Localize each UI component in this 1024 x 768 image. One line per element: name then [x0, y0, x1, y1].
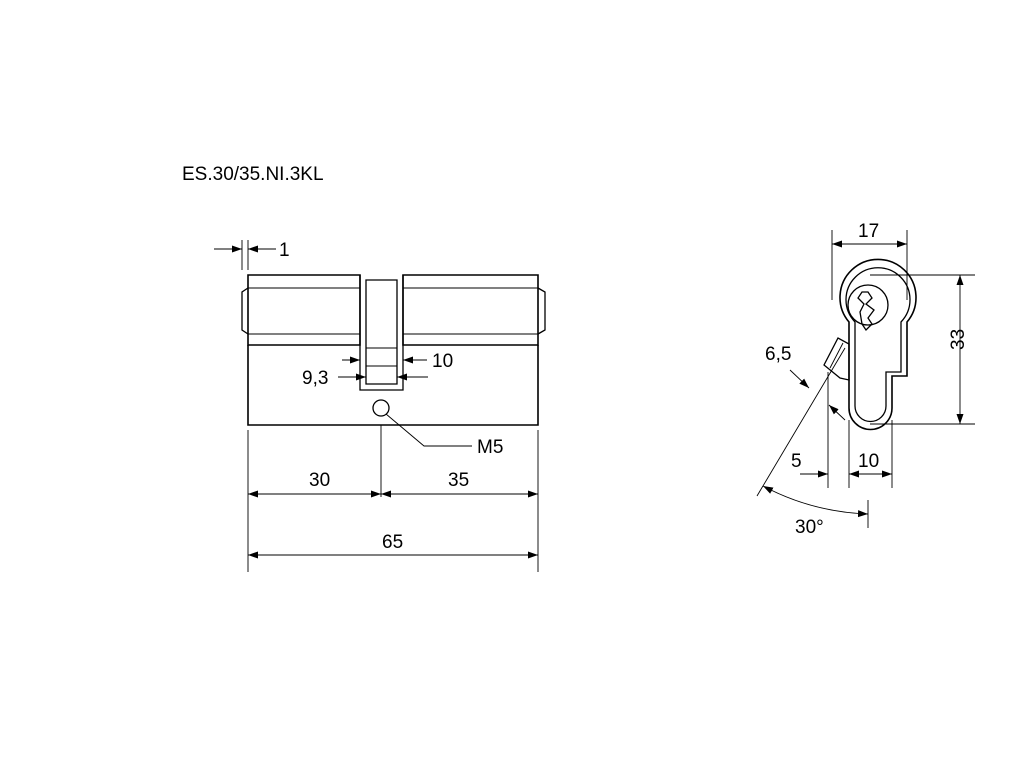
dim-cam-thickness: 6,5: [765, 344, 791, 365]
right-housing: [402, 274, 539, 346]
profile-outline: [839, 258, 917, 431]
dim-right-length: 35: [448, 470, 469, 491]
dim-cam-inner: 9,3: [302, 368, 328, 389]
profile-inner: [845, 267, 911, 423]
left-chamfer: [241, 287, 249, 335]
plug-circle: [847, 284, 889, 326]
cam: [365, 279, 398, 385]
cam-slot: [359, 275, 404, 391]
cam-line: [829, 342, 844, 369]
angle-arc: [762, 485, 869, 518]
cam-extended: [823, 337, 850, 381]
keyway-icon: [857, 291, 875, 332]
angle-leg: [756, 347, 846, 497]
dim-angle: 30°: [795, 517, 824, 538]
dim-bottom-width: 10: [858, 451, 879, 472]
dim-left-length: 30: [309, 470, 330, 491]
label-screw: M5: [477, 437, 503, 458]
lower-body: [247, 345, 539, 426]
cylinder-side-view: 1 10 9,3 M5 30 35 65: [214, 240, 546, 572]
dim-height: 33: [948, 329, 969, 350]
cylinder-front-view: 17 33 6,5 5 10 30°: [756, 221, 975, 538]
left-housing: [247, 274, 361, 346]
m5-leader: [385, 413, 472, 447]
model-title: ES.30/35.NI.3KL: [182, 164, 324, 185]
dim-offset-top: 1: [279, 240, 290, 261]
dim-cam-outer: 10: [432, 351, 453, 372]
arrow-65-lower: [828, 404, 846, 421]
right-chamfer: [537, 287, 546, 335]
screw-hole: [372, 399, 390, 417]
dim-total-length: 65: [382, 532, 403, 553]
arrow-65-upper: [789, 369, 810, 389]
dim-width: 17: [858, 221, 879, 242]
dim-offset: 5: [791, 451, 802, 472]
